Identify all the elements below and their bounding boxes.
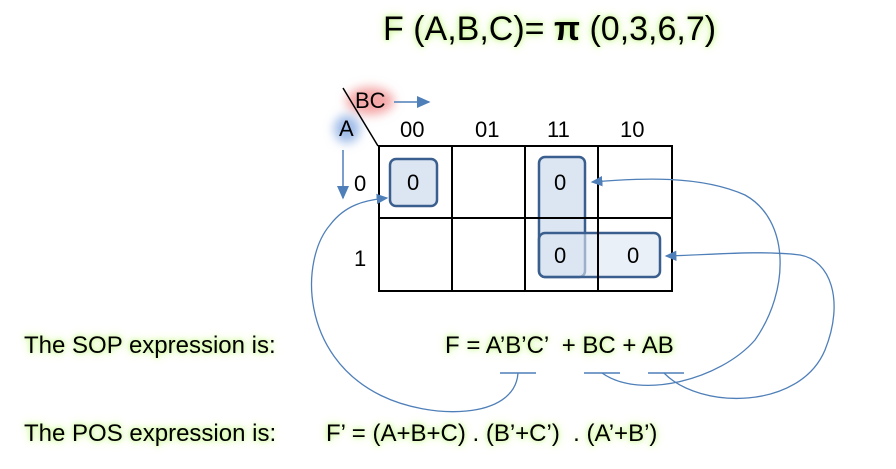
- arrow-term2-to-cell011: [590, 175, 781, 386]
- cell-a0-bc00: 0: [407, 170, 420, 195]
- arrow-term1-to-cell000: [310, 193, 519, 413]
- page-title: F (A,B,C)= π (0,3,6,7): [383, 10, 716, 49]
- sop-label: The SOP expression is:: [24, 332, 276, 359]
- row-header-1: 1: [354, 246, 367, 271]
- pi-symbol: π: [553, 10, 581, 48]
- col-header-00: 00: [400, 117, 425, 142]
- pos-label: The POS expression is:: [24, 420, 277, 447]
- group-cell-000: [388, 157, 439, 208]
- cell-a1-bc10: 0: [627, 243, 640, 268]
- bc-glow: [346, 87, 394, 115]
- col-header-11: 11: [547, 117, 570, 142]
- row-header-0: 0: [354, 171, 367, 196]
- col-header-10: 10: [620, 117, 645, 142]
- connector-arrows: [310, 175, 835, 413]
- cell-a0-bc11: 0: [554, 170, 567, 195]
- header-diagonal: [342, 87, 379, 147]
- title-prefix: F (A,B,C)=: [383, 10, 545, 48]
- cell-a1-bc11: 0: [554, 243, 567, 268]
- pos-expression: F’ = (A+B+C) . (B’+C’) . (A’+B’): [326, 420, 658, 447]
- title-terms: (0,3,6,7): [589, 10, 717, 48]
- kmap-grid: [378, 145, 673, 292]
- col-header-01: 01: [475, 117, 500, 142]
- a-glow: [334, 115, 360, 143]
- row-var-label: A: [339, 116, 354, 141]
- col-var-label: BC: [355, 88, 386, 113]
- group-ab-horizontal: [537, 231, 662, 279]
- arrow-term3-to-cell110: [663, 250, 835, 399]
- sop-expression: F = A’B’C’ + BC + AB: [445, 332, 674, 359]
